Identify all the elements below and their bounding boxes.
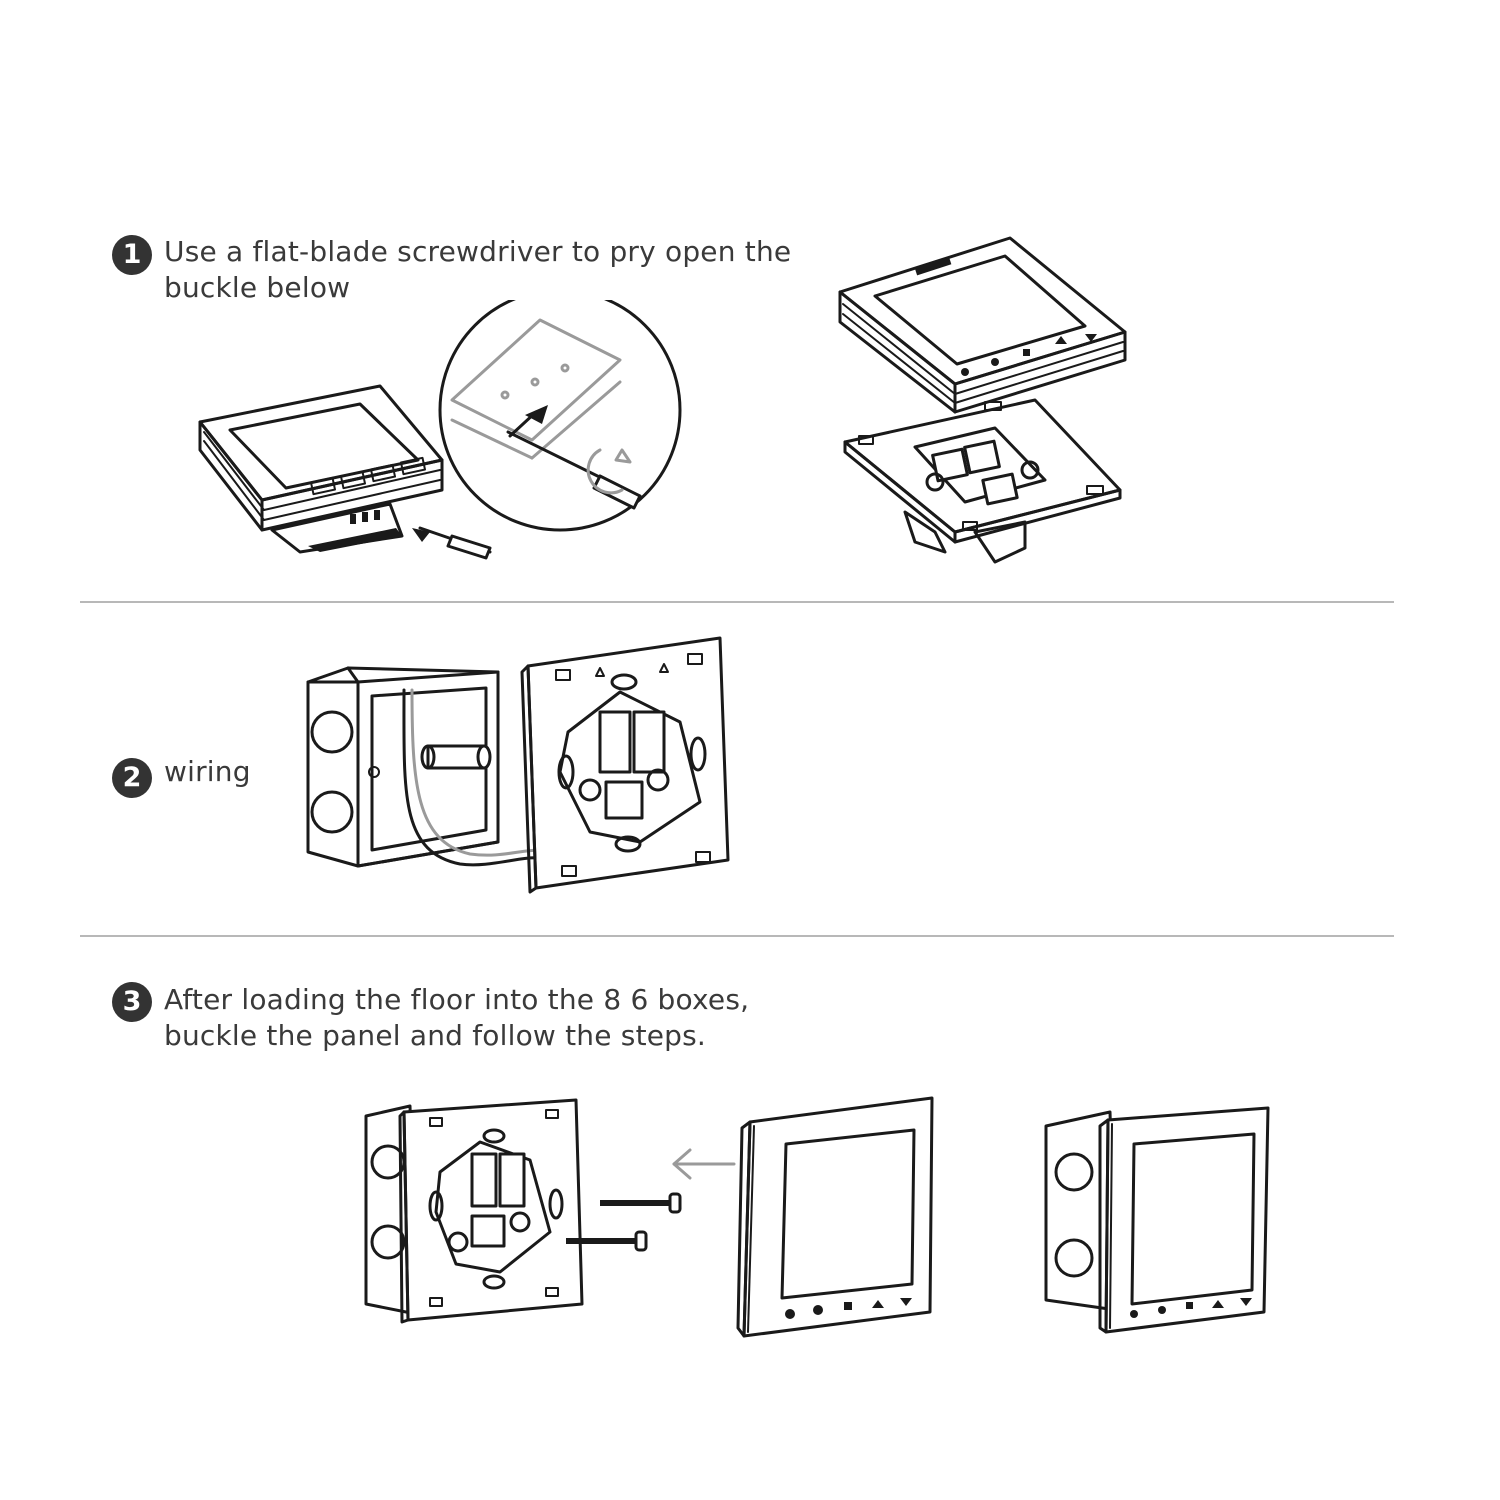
step-1-illustration-separated — [835, 232, 1135, 582]
step-1-illustration-pry — [190, 300, 700, 575]
step-2-text: wiring — [164, 754, 251, 790]
step-3-line-1: After loading the floor into the 8 6 box… — [164, 983, 750, 1016]
step-3-badge: 3 — [112, 982, 152, 1022]
step-2-badge: 2 — [112, 758, 152, 798]
divider-2 — [80, 935, 1394, 937]
step-2-line-1: wiring — [164, 755, 251, 788]
step-1-text: Use a flat-blade screwdriver to pry open… — [164, 234, 791, 306]
step-1-line-1: Use a flat-blade screwdriver to pry open… — [164, 235, 792, 268]
divider-1 — [80, 601, 1394, 603]
step-3-illustration-backplate — [360, 1092, 700, 1328]
step-1-line-2: buckle below — [164, 271, 351, 304]
step-3-line-2: buckle the panel and follow the steps. — [164, 1019, 707, 1052]
step-3-illustration-assembled — [1040, 1100, 1280, 1336]
step-2-illustration-wiring — [300, 632, 740, 900]
step-3-illustration-front-panel — [668, 1092, 948, 1342]
step-1-badge: 1 — [112, 235, 152, 275]
step-3-text: After loading the floor into the 8 6 box… — [164, 982, 749, 1054]
